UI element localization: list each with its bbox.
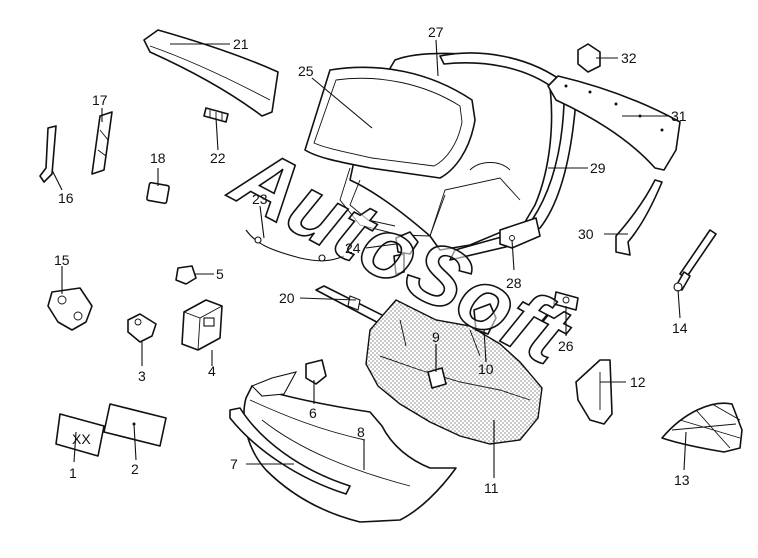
callout-numbers: 21 27 25 32 31 29 30 14 28 16 17 22 18 2… <box>54 24 690 496</box>
part-16-hinge[interactable] <box>39 125 57 183</box>
callout-23: 23 <box>252 191 268 207</box>
callout-14: 14 <box>672 320 688 336</box>
callout-17: 17 <box>92 92 108 108</box>
part-13-tail-lamp[interactable] <box>661 402 743 453</box>
part-9-latch[interactable] <box>427 367 447 389</box>
callout-9: 9 <box>432 329 440 345</box>
callout-26: 26 <box>558 338 574 354</box>
part-1-plate[interactable]: XX <box>55 413 105 457</box>
part-26-connector[interactable] <box>553 291 579 311</box>
callout-12: 12 <box>630 374 646 390</box>
callout-8: 8 <box>357 424 365 440</box>
callout-30: 30 <box>578 226 594 242</box>
part-11-crossmember[interactable] <box>365 299 543 445</box>
callout-20: 20 <box>279 290 295 306</box>
part-22-hook[interactable] <box>203 107 229 123</box>
part-2-plate[interactable] <box>103 403 167 447</box>
callout-5: 5 <box>216 266 224 282</box>
part-28-bracket[interactable] <box>499 217 541 249</box>
part-23-cable[interactable] <box>245 229 345 262</box>
leader-lines <box>51 39 687 478</box>
callout-29: 29 <box>590 160 606 176</box>
callout-21: 21 <box>233 36 249 52</box>
part-31-rail[interactable] <box>547 75 681 171</box>
callout-27: 27 <box>428 24 444 40</box>
part-14-gas-strut[interactable] <box>673 229 717 292</box>
part-5-cap[interactable] <box>175 265 197 285</box>
part-24-lock[interactable] <box>393 231 419 275</box>
part-18-badge[interactable] <box>146 181 170 205</box>
plate-text: XX <box>72 431 91 447</box>
callout-2: 2 <box>131 461 139 477</box>
part-17-hinge[interactable] <box>91 111 113 175</box>
part-15-mechanism[interactable] <box>47 287 93 331</box>
part-29-seal[interactable] <box>439 52 577 261</box>
part-32-clip[interactable] <box>577 43 601 73</box>
callout-18: 18 <box>150 150 166 166</box>
callout-6: 6 <box>309 405 317 421</box>
part-21-spoiler[interactable] <box>143 29 279 117</box>
part-3-latch[interactable] <box>127 313 157 343</box>
part-10-latch[interactable] <box>473 303 497 335</box>
callout-22: 22 <box>210 150 226 166</box>
callout-3: 3 <box>138 368 146 384</box>
callout-1: 1 <box>69 465 77 481</box>
callout-15: 15 <box>54 252 70 268</box>
callout-11: 11 <box>484 480 499 496</box>
callout-28: 28 <box>506 275 522 291</box>
part-7-trim[interactable] <box>229 407 351 495</box>
part-12-bracket[interactable] <box>575 359 613 425</box>
part-6-clip[interactable] <box>305 359 327 385</box>
part-25-rear-glass[interactable] <box>304 66 476 237</box>
part-30-strip[interactable] <box>615 179 663 256</box>
callout-10: 10 <box>478 361 494 377</box>
callout-7: 7 <box>230 456 238 472</box>
part-4-unit[interactable] <box>181 299 223 351</box>
callout-16: 16 <box>58 190 74 206</box>
callout-24: 24 <box>345 240 361 256</box>
callout-31: 31 <box>671 108 687 124</box>
callout-13: 13 <box>674 472 690 488</box>
callout-4: 4 <box>208 363 216 379</box>
callout-25: 25 <box>298 63 314 79</box>
callout-32: 32 <box>621 50 637 66</box>
part-8-bumper[interactable] <box>243 371 457 523</box>
